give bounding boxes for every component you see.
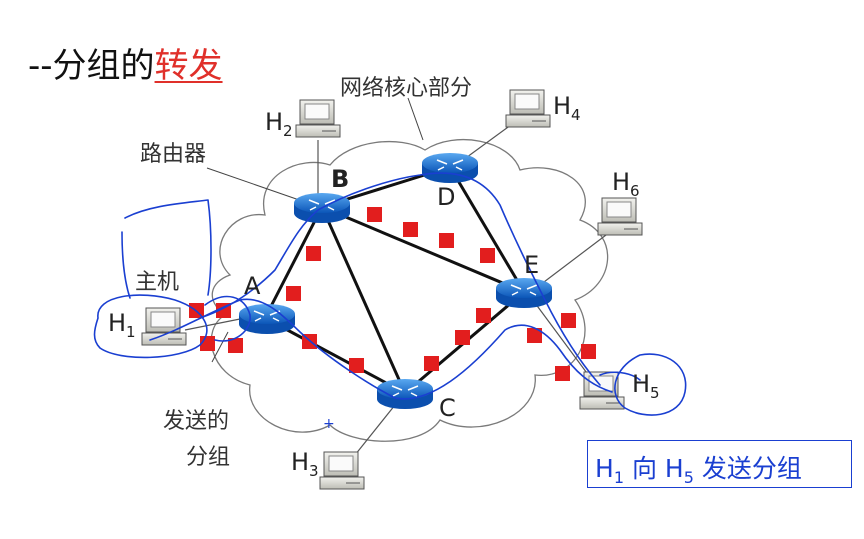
ink-circle-h1 <box>93 294 208 359</box>
host-label: 主机 <box>135 270 180 295</box>
host-h6-base: H <box>612 168 631 196</box>
router-label: 路由器 <box>140 142 207 167</box>
host-h2-computer-icon <box>295 99 341 138</box>
packet <box>286 286 301 301</box>
title-highlight: 转发 <box>154 46 223 86</box>
packet <box>349 358 364 373</box>
packet <box>228 338 243 353</box>
host-h4-sub: 4 <box>571 106 581 124</box>
link-a-c <box>264 316 406 395</box>
node-d-label: D <box>437 183 456 211</box>
node-a-label: A <box>244 272 261 300</box>
router-a-icon <box>239 304 295 334</box>
link-h3-c <box>354 404 396 456</box>
router-b-icon <box>294 193 350 223</box>
caption-h5-base: H <box>664 454 684 483</box>
packet <box>476 308 491 323</box>
packet <box>527 328 542 343</box>
host-h3-sub: 3 <box>309 462 319 480</box>
link-h4-d <box>462 121 516 161</box>
host-h2-base: H <box>265 108 284 136</box>
caption-middle: 向 <box>624 454 665 483</box>
caption-h5-sub: 5 <box>683 468 694 487</box>
caption-h1-base: H <box>595 454 614 483</box>
link-b-c <box>320 206 407 394</box>
packet <box>367 207 382 222</box>
link-b-e <box>321 205 525 294</box>
router-links <box>263 165 526 395</box>
ink-circle-h5 <box>614 353 687 416</box>
sent-label-pointer <box>211 331 229 363</box>
link-d-e <box>448 166 526 293</box>
host-links <box>184 121 611 456</box>
host-h3-computer-icon <box>319 451 365 490</box>
host-h1-base: H <box>108 309 127 337</box>
router-e-icon <box>496 278 552 308</box>
ink-bracket <box>124 199 212 296</box>
host-h4-label: H4 <box>553 92 581 124</box>
host-h6-label: H6 <box>612 168 640 200</box>
host-h2-sub: 2 <box>283 122 293 140</box>
core-label-pointer <box>407 97 424 141</box>
network-core-label: 网络核心部分 <box>340 76 473 101</box>
link-h1-a <box>184 317 246 331</box>
packet <box>403 222 418 237</box>
handwritten-annotations <box>93 172 687 416</box>
caption-text: H1 向 H5 发送分组 <box>595 449 802 487</box>
sent-packets-label-line1: 发送的 <box>163 409 230 434</box>
packet <box>561 313 576 328</box>
link-b-a <box>263 206 324 319</box>
link-h6-e <box>539 231 611 286</box>
host-h3-base: H <box>291 448 310 476</box>
packet <box>439 233 454 248</box>
packet <box>480 248 495 263</box>
page-title: --分组的转发 <box>28 38 223 87</box>
ink-path-upper <box>199 172 601 386</box>
host-h6-computer-icon <box>597 197 643 236</box>
node-c-label: C <box>439 394 456 422</box>
host-h3-label: H3 <box>291 448 319 480</box>
host-h1-label: H1 <box>108 309 136 341</box>
node-e-label: E <box>524 251 540 279</box>
title-prefix: --分组的 <box>28 46 155 86</box>
host-h2-label: H2 <box>265 108 293 140</box>
ink-stroke <box>121 231 131 299</box>
host-h5-base: H <box>632 370 651 398</box>
packet <box>581 344 596 359</box>
plus-mark: + <box>323 416 335 432</box>
caption-box <box>587 440 852 488</box>
packet <box>306 246 321 261</box>
host-h1-sub: 1 <box>126 323 136 341</box>
sent-packets-label-line2: 分组 <box>186 445 231 470</box>
host-h5-sub: 5 <box>650 384 660 402</box>
packet <box>555 366 570 381</box>
router-label-pointer <box>206 167 306 203</box>
ink-stroke-h5 <box>599 371 641 381</box>
packet <box>424 356 439 371</box>
packet <box>455 330 470 345</box>
node-b-label: B <box>331 165 350 193</box>
router-c-icon <box>377 379 433 409</box>
host-h5-label: H5 <box>632 370 660 402</box>
ink-loop-a <box>204 295 251 342</box>
packets <box>189 207 596 381</box>
host-h1-computer-icon <box>141 307 187 346</box>
host-h6-sub: 6 <box>630 182 640 200</box>
caption-tail: 发送分组 <box>693 454 802 483</box>
host-h4-computer-icon <box>505 89 551 128</box>
host-h4-base: H <box>553 92 572 120</box>
caption-h1-sub: 1 <box>613 468 624 487</box>
